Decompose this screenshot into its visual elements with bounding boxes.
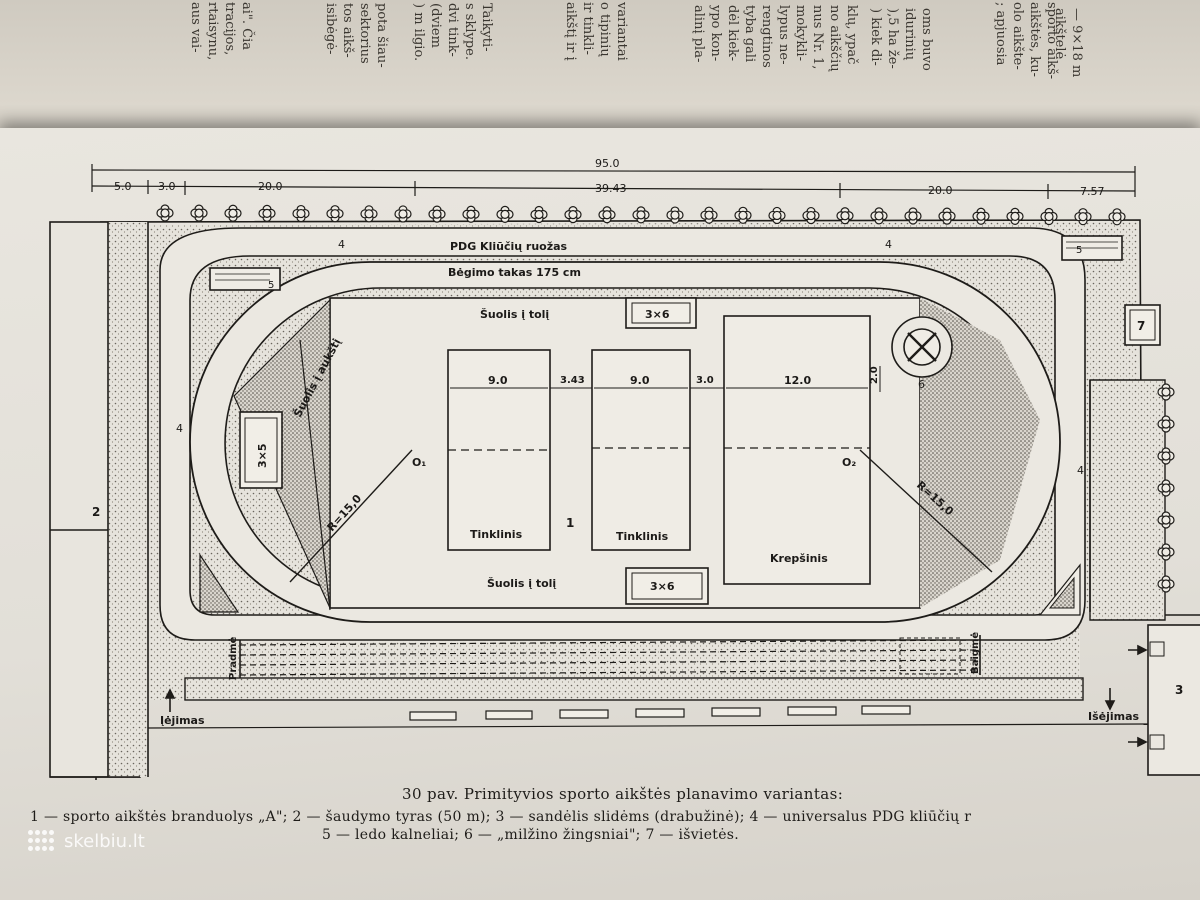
lower-path-strip xyxy=(184,677,1084,701)
plan-lines xyxy=(49,164,1200,781)
bush-icon xyxy=(496,205,514,223)
bush-icon xyxy=(564,206,582,224)
legend-number: 7 xyxy=(1137,319,1145,333)
volleyball-court-2 xyxy=(591,349,691,551)
bush-icon xyxy=(1157,511,1175,529)
bush-icon xyxy=(156,204,174,222)
bush-icon xyxy=(1157,415,1175,433)
bush-icon xyxy=(1040,207,1058,226)
bush-icon xyxy=(360,205,378,223)
bush-icon xyxy=(666,206,684,224)
dimension-line-total xyxy=(91,169,1136,173)
legend-number: 1 xyxy=(566,516,574,530)
toilet-building xyxy=(1124,304,1161,346)
bush-icon xyxy=(1157,543,1175,561)
watermark-logo-icon xyxy=(28,830,56,852)
radius-line-left xyxy=(289,449,413,583)
legend-number: 2 xyxy=(92,505,100,519)
legend-number: 6 xyxy=(918,378,925,391)
bush-icon xyxy=(258,204,276,223)
dim-label: 20.0 xyxy=(258,180,283,193)
dim-label: 5.0 xyxy=(114,180,132,193)
volleyball-label: Tinklinis xyxy=(470,528,523,541)
bush-icon xyxy=(938,207,956,225)
legend-number: 4 xyxy=(338,238,345,251)
bush-icon xyxy=(1006,207,1024,225)
caption-title: 30 pav. Primityvios sporto aikštės plana… xyxy=(402,785,844,803)
bush-icon xyxy=(1157,479,1175,497)
dim-label: 39.43 xyxy=(595,182,627,195)
court-dim-label: 9.0 xyxy=(488,374,508,387)
pit-size-label: 3×6 xyxy=(650,580,675,593)
watermark-text: skelbiu.lt xyxy=(64,830,145,852)
legend-number: 4 xyxy=(1077,464,1084,477)
obstacle-course-label: PDG Kliūčių ruožas xyxy=(450,240,568,253)
pit-size-label: 3×6 xyxy=(645,308,670,321)
entrance-label: Įėjimas xyxy=(160,714,205,727)
start-label: Pradmė xyxy=(228,636,239,680)
dimension-line-parts xyxy=(91,185,1136,192)
hedge-row-right xyxy=(1157,383,1175,593)
caption-legend-line: 1 — sporto aikštės branduolys „A"; 2 — š… xyxy=(30,809,972,825)
center-label: O₁ xyxy=(412,456,426,469)
bush-icon xyxy=(972,207,990,225)
court-dim-label: 3.43 xyxy=(560,375,585,386)
bush-icon xyxy=(326,205,344,223)
bush-icon xyxy=(1157,575,1175,593)
dim-label: 3.0 xyxy=(158,180,176,193)
high-jump-pit xyxy=(239,411,283,489)
bush-icon xyxy=(462,205,480,223)
long-jump-pit-bottom xyxy=(625,567,709,605)
bush-icon xyxy=(836,207,854,225)
pit-size-label: 3×5 xyxy=(256,443,269,468)
dim-label: 20.0 xyxy=(928,184,953,197)
bush-icon xyxy=(870,207,888,225)
legend-number: 5 xyxy=(1076,245,1082,256)
bush-icon xyxy=(768,206,786,225)
court-dim-label: 9.0 xyxy=(630,374,650,387)
basketball-label: Krepšinis xyxy=(770,552,828,565)
court-dim-label: 2.0 xyxy=(869,366,880,384)
court-dim-label: 12.0 xyxy=(784,374,811,387)
volleyball-label: Tinklinis xyxy=(616,530,669,543)
bush-icon xyxy=(394,205,412,223)
bush-icon xyxy=(1108,208,1126,226)
hedge-row xyxy=(156,204,1126,226)
site-watermark: skelbiu.lt xyxy=(28,830,145,852)
bush-icon xyxy=(802,206,820,225)
bush-icon xyxy=(700,206,718,224)
legend-number: 3 xyxy=(1175,683,1183,697)
long-jump-label-top: Šuolis į tolį xyxy=(480,308,549,321)
bush-icon xyxy=(904,207,922,225)
bush-icon xyxy=(632,206,650,224)
bush-icon xyxy=(734,206,752,224)
bush-icon xyxy=(1157,383,1175,401)
upper-book-page: — 9×18 m aikštelė sporto aikš- aikštės, … xyxy=(0,0,1200,150)
dim-total-label: 95.0 xyxy=(595,157,620,170)
caption-legend-line: 5 — ledo kalneliai; 6 — „milžino žingsni… xyxy=(322,827,740,843)
center-label: O₂ xyxy=(842,456,856,469)
basketball-court xyxy=(723,315,871,585)
legend-number: 4 xyxy=(176,422,183,435)
bush-icon xyxy=(1074,208,1092,226)
bush-icon xyxy=(428,205,446,223)
legend-number: 4 xyxy=(885,238,892,251)
dim-label: 7.57 xyxy=(1080,185,1105,198)
finish-label: Baigmė xyxy=(970,632,981,674)
legend-number: 5 xyxy=(268,280,274,291)
court-dim-label: 3.0 xyxy=(696,375,714,386)
bush-icon xyxy=(1157,447,1175,465)
exit-label: Išėjimas xyxy=(1088,710,1140,723)
radius-line-right xyxy=(859,449,993,573)
bush-icon xyxy=(224,204,242,222)
bush-icon xyxy=(190,204,208,222)
bush-icon xyxy=(530,205,548,224)
running-track-label: Bėgimo takas 175 cm xyxy=(448,266,581,279)
ice-slide-left xyxy=(209,267,281,291)
bush-icon xyxy=(292,204,310,223)
bush-icon xyxy=(598,206,616,224)
long-jump-label-bottom: Šuolis į tolį xyxy=(487,577,556,590)
